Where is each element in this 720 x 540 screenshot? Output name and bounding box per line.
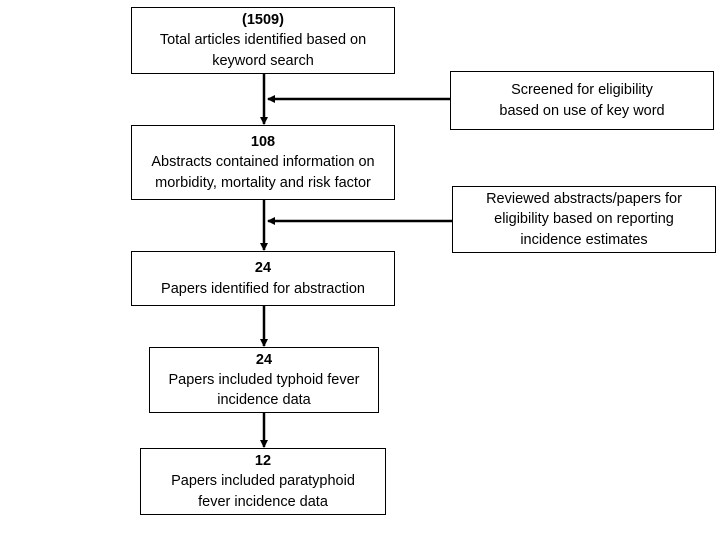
box-abstracts: 108 Abstracts contained information on m… bbox=[131, 125, 395, 200]
box-typhoid-count: 24 bbox=[255, 351, 273, 368]
box-screen-incidence-line-3: incidence estimates bbox=[520, 231, 648, 248]
box-abstracts-line-1: Abstracts contained information on bbox=[151, 154, 375, 171]
box-typhoid-line-1: Papers included typhoid fever bbox=[168, 371, 360, 388]
box-paratyphoid-line-1: Papers included paratyphoid bbox=[171, 473, 355, 490]
box-screen-incidence: Reviewed abstracts/papers for eligibilit… bbox=[452, 186, 716, 253]
box-screen-incidence-line-1: Reviewed abstracts/papers for bbox=[486, 191, 682, 208]
box-total-identified-count: (1509) bbox=[242, 12, 284, 29]
box-typhoid: 24 Papers included typhoid fever inciden… bbox=[149, 347, 379, 413]
box-abstraction-line-1: Papers identified for abstraction bbox=[161, 280, 365, 297]
box-total-identified-line-2: keyword search bbox=[212, 52, 314, 69]
box-typhoid-line-2: incidence data bbox=[217, 392, 311, 409]
box-paratyphoid-line-2: fever incidence data bbox=[198, 493, 328, 510]
box-abstraction: 24 Papers identified for abstraction bbox=[131, 251, 395, 306]
box-screen-keyword-line-1: Screened for eligibility bbox=[511, 82, 653, 99]
box-screen-keyword-line-2: based on use of key word bbox=[499, 102, 665, 119]
box-paratyphoid: 12 Papers included paratyphoid fever inc… bbox=[140, 448, 386, 515]
box-screen-keyword: Screened for eligibility based on use of… bbox=[450, 71, 714, 130]
box-total-identified: (1509) Total articles identified based o… bbox=[131, 7, 395, 74]
box-abstraction-count: 24 bbox=[254, 260, 272, 277]
box-paratyphoid-count: 12 bbox=[254, 453, 272, 470]
box-screen-incidence-line-2: eligibility based on reporting bbox=[494, 211, 674, 228]
box-abstracts-line-2: morbidity, mortality and risk factor bbox=[155, 174, 371, 191]
box-total-identified-line-1: Total articles identified based on bbox=[159, 32, 367, 49]
box-abstracts-count: 108 bbox=[250, 134, 276, 151]
